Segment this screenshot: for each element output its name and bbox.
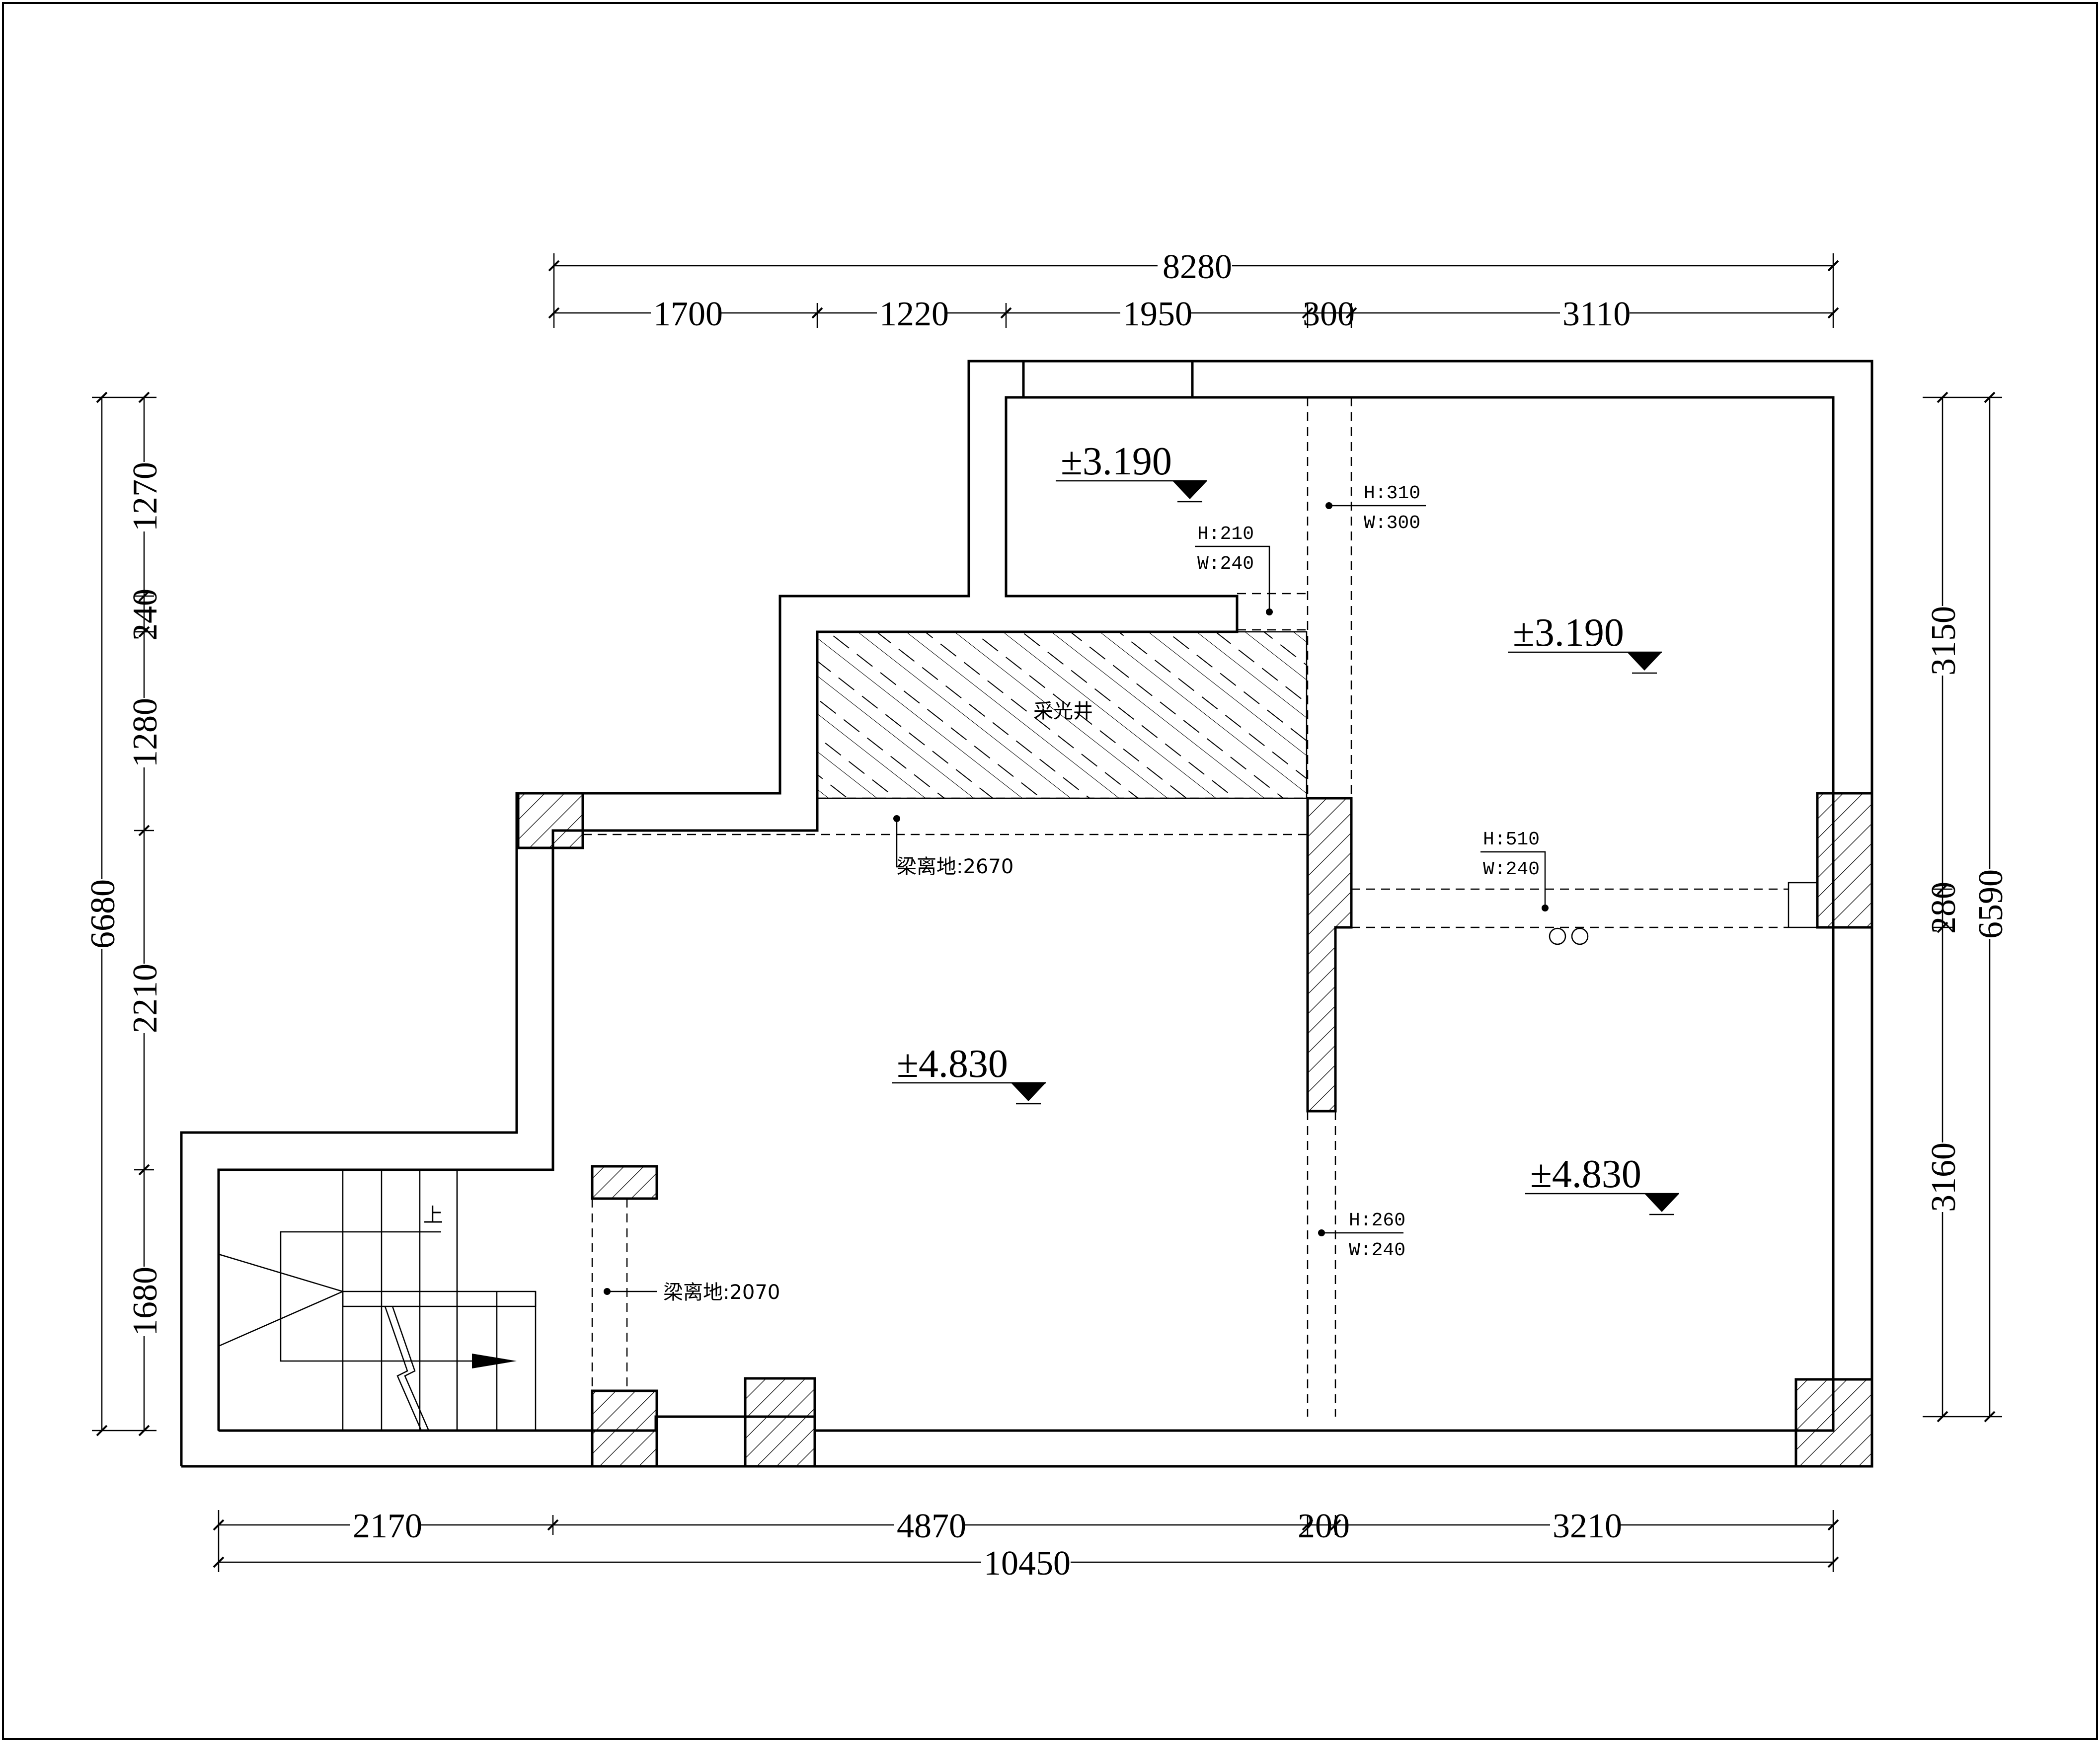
- dim-bottom-seg-4: 3210: [1553, 1507, 1622, 1545]
- beam-note-w-1: W:240: [1197, 553, 1254, 575]
- light-well-area: [816, 631, 1308, 799]
- level-triangle-icon: [1172, 481, 1207, 499]
- beam-note-leader: [1195, 545, 1270, 612]
- beam-note-h-1: H:210: [1197, 524, 1254, 545]
- dim-left-seg-4: 2210: [126, 964, 164, 1033]
- stair-path: [280, 1231, 472, 1362]
- staircase: 上: [218, 1169, 537, 1432]
- dimensions-top: 8280 1700 1220 1950 300 3110: [548, 246, 1839, 333]
- dim-left-seg-5: 1680: [126, 1267, 164, 1336]
- outer-wall-right: [181, 360, 1873, 1468]
- dim-bottom-overall: 10450: [984, 1544, 1071, 1583]
- column-south-2: [744, 1377, 816, 1468]
- dim-left-seg-2: 240: [126, 589, 164, 641]
- level-text: ±4.830: [1530, 1152, 1641, 1196]
- beam-notes: H:210 W:240 H:310 W:300 H:510 W:240 H:26…: [604, 483, 1549, 1304]
- light-well-label: 采光井: [1033, 700, 1093, 723]
- inner-wall-right: [219, 396, 1835, 1432]
- level-text: ±4.830: [897, 1042, 1008, 1086]
- level-marker-lower-right: ±4.830: [1525, 1152, 1679, 1215]
- beam-note-w-3: W:240: [1483, 859, 1540, 880]
- level-text: ±3.190: [1513, 611, 1624, 655]
- column-small: [591, 1165, 658, 1200]
- dim-slashes-right: [1937, 391, 1996, 1423]
- dim-top-seg-2: 1220: [879, 295, 949, 333]
- dim-right-overall: 6590: [1972, 869, 2010, 939]
- column-nw: [517, 792, 584, 849]
- inner-wall-outline: [217, 396, 1239, 1431]
- dim-top-seg-1: 1700: [653, 295, 723, 333]
- beam-note-w-4: W:240: [1349, 1240, 1405, 1261]
- dim-top-seg-4: 300: [1303, 295, 1355, 333]
- dimensions-right: 3150 280 3160 6590: [1923, 391, 2010, 1423]
- dim-top-overall: 8280: [1163, 248, 1232, 286]
- beam-note-leader: [896, 819, 904, 868]
- stair-break-line: [384, 1306, 422, 1431]
- beam-note-w-2: W:300: [1364, 513, 1420, 534]
- dim-top-seg-3: 1950: [1123, 295, 1192, 333]
- floor-drain: [1549, 927, 1566, 945]
- beam-height-note-lower: 梁离地:2070: [663, 1281, 780, 1304]
- dim-left-overall: 6680: [84, 879, 122, 949]
- level-text: ±3.190: [1061, 440, 1172, 483]
- beam-note-h-2: H:310: [1364, 483, 1420, 504]
- beam-lines: [583, 397, 1789, 1417]
- level-marker-upper-right: ±3.190: [1508, 611, 1662, 674]
- wall-stub-center: [1306, 797, 1353, 1113]
- outer-wall-outline: [180, 360, 1023, 1466]
- light-well: 采光井: [816, 631, 1308, 799]
- column-se: [1794, 1378, 1873, 1468]
- level-triangle-icon: [1627, 652, 1662, 671]
- stair-up-label: 上: [423, 1204, 443, 1227]
- dimensions-left: 6680 1270 240 1280 2210 1680: [84, 391, 164, 1437]
- walls: [180, 360, 1873, 1468]
- columns: [517, 792, 1873, 1468]
- dim-slashes-left: [96, 391, 150, 1437]
- stair-break-line-2: [391, 1306, 430, 1431]
- dim-left-seg-1: 1270: [126, 462, 164, 531]
- column-south-1: [591, 1389, 658, 1468]
- level-marker-upper-left: ±3.190: [1056, 440, 1207, 503]
- beam-height-note-upper: 梁离地:2670: [897, 855, 1013, 878]
- stair-winder: [218, 1253, 345, 1347]
- dim-left-seg-3: 1280: [126, 698, 164, 767]
- column-east-notch: [1788, 882, 1818, 928]
- stair-arrow: [472, 1354, 517, 1368]
- dim-bottom-seg-3: 200: [1298, 1507, 1350, 1545]
- dim-top-seg-5: 3110: [1562, 295, 1631, 333]
- level-triangle-icon: [1011, 1083, 1046, 1101]
- dim-slashes-bottom: [213, 1519, 1839, 1568]
- beam-note-h-3: H:510: [1483, 829, 1540, 850]
- dimensions-bottom: 2170 4870 200 3210 10450: [213, 1507, 1839, 1583]
- floor-drain: [1571, 927, 1589, 945]
- dim-right-seg-1: 3150: [1925, 606, 1963, 676]
- dim-slashes-top: [548, 260, 1839, 319]
- stair-box: [218, 1169, 458, 1432]
- level-marker-lower-left: ±4.830: [892, 1042, 1046, 1105]
- level-triangle-icon: [1644, 1194, 1679, 1212]
- beam-note-leader: [1480, 851, 1546, 908]
- stair-landing: [342, 1290, 537, 1307]
- beam-note-h-4: H:260: [1349, 1210, 1405, 1231]
- dim-bottom-seg-1: 2170: [353, 1507, 422, 1545]
- dim-right-seg-2: 280: [1925, 882, 1963, 934]
- column-east-mid: [1816, 792, 1873, 929]
- dim-bottom-seg-2: 4870: [897, 1507, 966, 1545]
- dim-right-seg-3: 3160: [1925, 1142, 1963, 1212]
